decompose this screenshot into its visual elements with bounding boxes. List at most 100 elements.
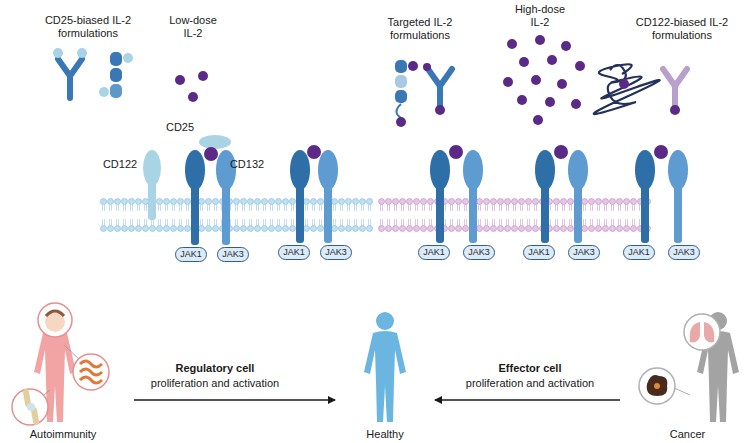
targeted-formulations — [395, 60, 452, 127]
kinase-name: JAK1 — [283, 247, 305, 257]
cd25-biased-formulations-part — [58, 59, 82, 98]
il2-molecules-part — [571, 99, 581, 109]
cd25-biased-formulations-part — [99, 87, 109, 97]
progress-arrow — [134, 399, 335, 401]
kinase-pill: JAK1 — [418, 245, 450, 260]
il2-molecules-part — [531, 75, 541, 85]
targeted-formulations-part — [395, 90, 407, 103]
cell-membrane — [100, 198, 651, 232]
autoimmunity-person-part — [27, 403, 35, 411]
cd25-biased-formulations-part — [53, 48, 63, 58]
cd25-biased-formulations-part — [110, 84, 122, 98]
il2-receptors-right-part — [430, 150, 450, 190]
il2-molecules-part — [517, 95, 527, 105]
cancer-person-part — [654, 383, 660, 389]
targeted-formulations-part — [435, 105, 445, 115]
cancer-person-part — [684, 314, 720, 350]
text-label: CD25 — [163, 121, 197, 134]
kinase-pill: JAK3 — [668, 245, 700, 260]
il2-molecules-part — [198, 71, 208, 81]
progress-arrow — [435, 399, 620, 401]
kinase-pill: JAK1 — [175, 247, 207, 262]
il2-receptors-left-part — [199, 135, 231, 149]
text-label: CD25-biased IL-2 formulations — [36, 14, 140, 40]
il2-molecules-part — [575, 61, 585, 71]
targeted-formulations-part — [395, 60, 407, 73]
il2-molecules-part — [545, 97, 555, 107]
kinase-pill: JAK3 — [463, 245, 495, 260]
cd122-biased-formulations-part — [619, 79, 629, 89]
kinase-name: JAK1 — [528, 247, 550, 257]
cd122-biased-formulations-part — [670, 105, 680, 115]
il2-molecules-part — [507, 39, 517, 49]
cd25-biased-formulations-part — [123, 53, 133, 63]
targeted-formulations-part — [396, 117, 406, 127]
cell-membrane-part — [100, 198, 373, 232]
condition-label: Autoimmunity — [30, 428, 97, 441]
heading-label: Regulatory cell — [140, 362, 290, 375]
text-label: proliferation and activation — [445, 377, 615, 390]
targeted-formulations-part — [408, 61, 418, 71]
person-figure: Healthy — [345, 300, 425, 441]
autoimmunity-person — [12, 303, 109, 425]
cancer-person-part — [674, 388, 690, 395]
il2-receptors-right — [430, 145, 688, 243]
kinase-pill: JAK3 — [320, 245, 352, 260]
il2-receptors-left-part — [307, 145, 321, 159]
il2-receptors-right-part — [635, 150, 655, 190]
il2-receptors-right-part — [568, 150, 588, 190]
il2-molecules — [175, 35, 585, 125]
il2-receptors-right-part — [668, 150, 688, 190]
autoimmunity-person-part — [80, 361, 102, 383]
targeted-formulations-part — [428, 69, 452, 108]
il2-receptors-left-part — [143, 150, 161, 186]
autoimmunity-person-part — [45, 312, 65, 332]
kinase-name: JAK3 — [573, 247, 595, 257]
autoimmunity-person-part — [46, 311, 64, 316]
il2-receptors-left-part — [185, 150, 205, 190]
healthy-person-part — [364, 312, 406, 422]
targeted-formulations-part — [397, 104, 402, 118]
condition-label: Healthy — [366, 428, 403, 441]
targeted-formulations-part — [423, 63, 431, 71]
kinase-name: JAK3 — [673, 247, 695, 257]
il2-receptors-left-part — [290, 150, 310, 190]
targeted-formulations-part — [395, 75, 407, 88]
autoimmunity-person-part — [73, 354, 109, 390]
heading-label: Effector cell — [455, 362, 605, 375]
kinase-name: JAK3 — [222, 249, 244, 259]
person-figure: Autoimmunity — [2, 300, 124, 441]
il2-molecules-part — [519, 57, 529, 67]
il2-molecules-part — [533, 115, 543, 125]
il2-receptors-right-part — [449, 145, 463, 159]
kinase-pill: JAK3 — [568, 245, 600, 260]
kinase-name: JAK1 — [180, 249, 202, 259]
il2-receptors-right-part — [535, 150, 555, 190]
il2-molecules-part — [557, 79, 567, 89]
autoimmunity-person-part — [12, 389, 48, 425]
kinase-pill: JAK1 — [278, 245, 310, 260]
person-figure: Cancer — [630, 300, 745, 441]
text-label: Low-dose IL-2 — [163, 14, 223, 40]
text-label: CD122 — [101, 158, 139, 171]
healthy-person — [364, 312, 406, 422]
il2-molecules-part — [503, 77, 513, 87]
text-label: Targeted IL-2 formulations — [370, 16, 470, 42]
autoimmunity-person-part — [26, 392, 36, 422]
cd25-biased-formulations-part — [110, 68, 122, 82]
il2-receptors-right-part — [554, 145, 568, 159]
kinase-name: JAK3 — [325, 247, 347, 257]
kinase-name: JAK1 — [423, 247, 445, 257]
il2-receptors-right-part — [654, 145, 668, 159]
cd122-biased-formulations-part — [663, 69, 687, 108]
cd122-biased-formulations — [594, 64, 687, 115]
cd122-biased-formulations-part — [594, 64, 660, 114]
il2-molecules-part — [535, 35, 545, 45]
cd25-biased-formulations — [53, 48, 133, 98]
text-label: CD132 — [227, 158, 267, 171]
cancer-person-part — [639, 368, 675, 404]
condition-label: Cancer — [670, 428, 705, 441]
